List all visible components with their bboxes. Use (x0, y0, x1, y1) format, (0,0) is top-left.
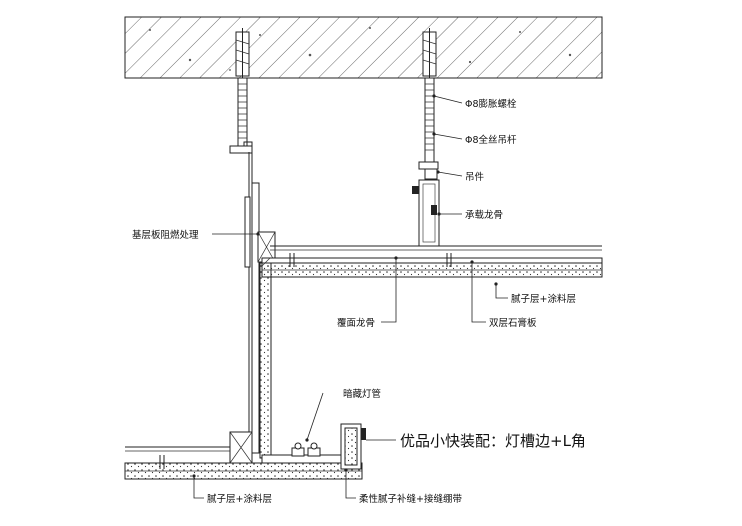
upper-ceiling-boards (261, 245, 603, 278)
label-hanger: 吊件 (465, 171, 485, 183)
label-flex-putty: 柔性腻子补缝+接缝绷带 (359, 493, 462, 505)
label-hidden-light: 暗藏灯管 (343, 388, 381, 400)
diagram-title: 优品小快装配：灯槽边+L角 (400, 432, 586, 450)
left-hanger-assembly (229, 28, 253, 158)
label-base-board: 基层板阻燃处理 (132, 229, 199, 241)
concrete-slab (124, 16, 603, 79)
light-fixture-2 (307, 442, 321, 457)
label-threaded-rod: Φ8全丝吊杆 (465, 134, 517, 146)
light-fixture-1 (291, 442, 305, 457)
lower-ceiling-boards (124, 431, 363, 480)
leader-lines (193, 95, 508, 499)
right-hanger-assembly (412, 28, 440, 247)
label-expansion-bolt: Φ8膨胀螺栓 (465, 98, 517, 110)
leader-dots (192, 94, 498, 478)
light-trough (291, 423, 366, 470)
label-putty-top: 腻子层+涂料层 (511, 293, 576, 305)
label-main-keel: 承载龙骨 (465, 209, 503, 221)
label-cover-keel: 覆面龙骨 (337, 317, 375, 329)
vertical-bulkhead (244, 152, 276, 459)
label-putty-bottom: 腻子层+涂料层 (207, 493, 272, 505)
label-double-gypsum: 双层石膏板 (489, 317, 537, 329)
